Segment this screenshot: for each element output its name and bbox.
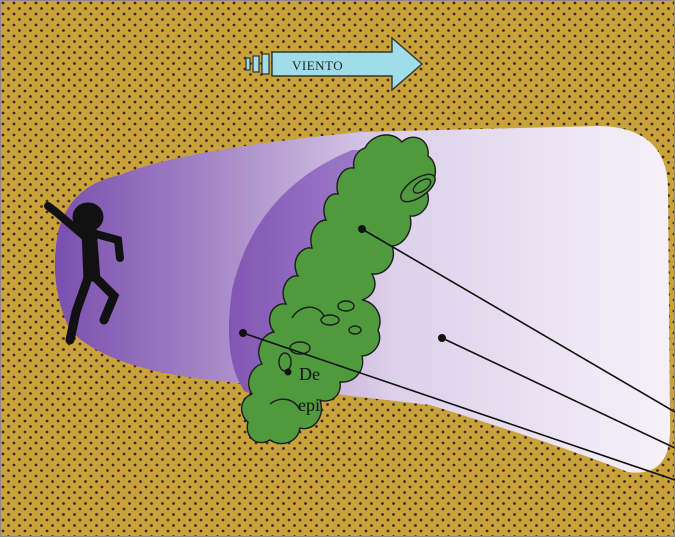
marker-dot-plume	[438, 334, 446, 342]
wind-label: VIENTO	[292, 58, 343, 73]
wind-arrow-tail-segment-0	[246, 58, 250, 70]
marker-dot-cloud	[358, 225, 366, 233]
marker-dot-cloud-base	[285, 369, 292, 376]
cut-text-line1: De	[299, 364, 320, 384]
cut-text-line2: epi	[298, 395, 320, 415]
wind-arrow-tail-segment-1	[253, 56, 259, 72]
marker-dot-cross-section	[239, 329, 247, 337]
wind-arrow-tail-segment-2	[262, 54, 269, 74]
